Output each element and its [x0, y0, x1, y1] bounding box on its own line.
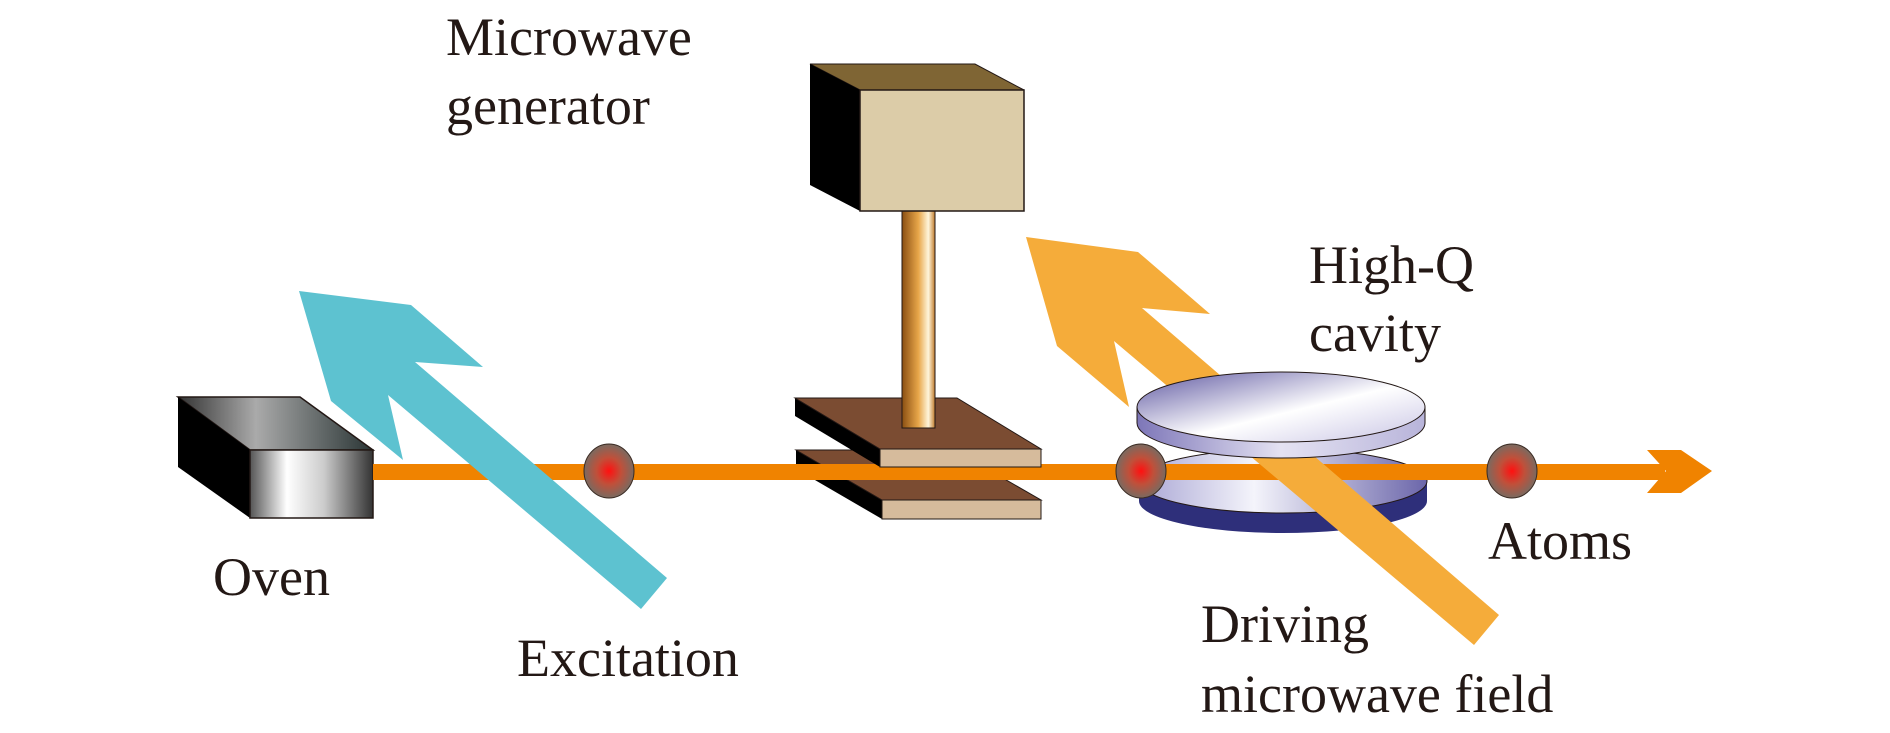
microwave-generator	[809, 63, 1025, 429]
cavity-upper-mirror	[1136, 371, 1426, 459]
atom-1	[583, 443, 635, 499]
label-atoms: Atoms	[1488, 511, 1632, 571]
atom-3	[1486, 443, 1538, 499]
label-high-q-cavity-line1: High-Q	[1309, 235, 1474, 295]
label-excitation: Excitation	[517, 628, 739, 688]
atom-2	[1115, 443, 1167, 499]
label-oven: Oven	[213, 547, 330, 607]
label-microwave-generator-line2: generator	[446, 76, 650, 136]
label-driving-field-line1: Driving	[1201, 594, 1369, 654]
atom-beam	[373, 450, 1712, 493]
oven	[175, 396, 376, 519]
beam-arrowhead	[1647, 450, 1712, 493]
label-high-q-cavity-line2: cavity	[1309, 303, 1441, 363]
label-driving-field-line2: microwave field	[1201, 664, 1553, 724]
excitation-beam	[299, 291, 667, 609]
label-microwave-generator-line1: Microwave	[446, 7, 692, 67]
